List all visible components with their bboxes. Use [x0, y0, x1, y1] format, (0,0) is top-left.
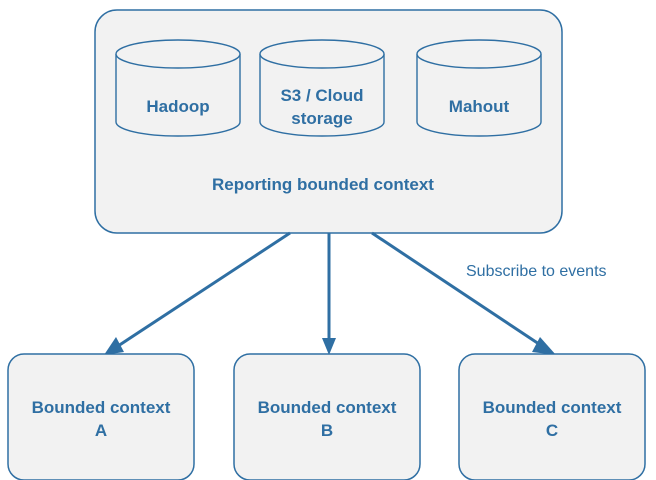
- store-s3-cloud-label-line1: S3 / Cloud: [280, 86, 363, 105]
- bounded-context-c-box: [458, 353, 646, 480]
- arrow-to-context-b: [322, 233, 336, 355]
- bounded-context-b: Bounded context B: [233, 353, 421, 480]
- bounded-context-b-letter: B: [321, 421, 333, 440]
- store-mahout-label: Mahout: [449, 97, 510, 116]
- arrow-to-context-a: [104, 231, 291, 355]
- store-s3-cloud-body: [259, 54, 385, 137]
- bounded-context-c-letter: C: [546, 421, 558, 440]
- bounded-context-a-box: [7, 353, 195, 480]
- reporting-context-title: Reporting bounded context: [212, 175, 434, 194]
- store-mahout: Mahout: [416, 39, 542, 137]
- store-s3-cloud-top: [259, 39, 385, 69]
- bounded-context-b-label: Bounded context: [258, 398, 397, 417]
- bounded-context-a-letter: A: [95, 421, 107, 440]
- arrowhead-a: [104, 337, 124, 355]
- arrowhead-b: [322, 338, 336, 355]
- store-hadoop-top: [115, 39, 241, 69]
- store-s3-cloud-label-line2: storage: [291, 109, 352, 128]
- store-mahout-body: [416, 54, 542, 137]
- bounded-context-a-label: Bounded context: [32, 398, 171, 417]
- bounded-context-c: Bounded context C: [458, 353, 646, 480]
- bounded-context-b-box: [233, 353, 421, 480]
- store-hadoop: Hadoop: [115, 39, 241, 137]
- arrowhead-c: [532, 337, 556, 355]
- store-mahout-top: [416, 39, 542, 69]
- arrow-to-context-c: [371, 231, 556, 355]
- store-hadoop-body: [115, 54, 241, 137]
- store-hadoop-label: Hadoop: [146, 97, 209, 116]
- bounded-context-c-label: Bounded context: [483, 398, 622, 417]
- subscribe-label: Subscribe to events: [466, 263, 607, 280]
- store-s3-cloud: S3 / Cloud storage: [259, 39, 385, 137]
- bounded-context-a: Bounded context A: [7, 353, 195, 480]
